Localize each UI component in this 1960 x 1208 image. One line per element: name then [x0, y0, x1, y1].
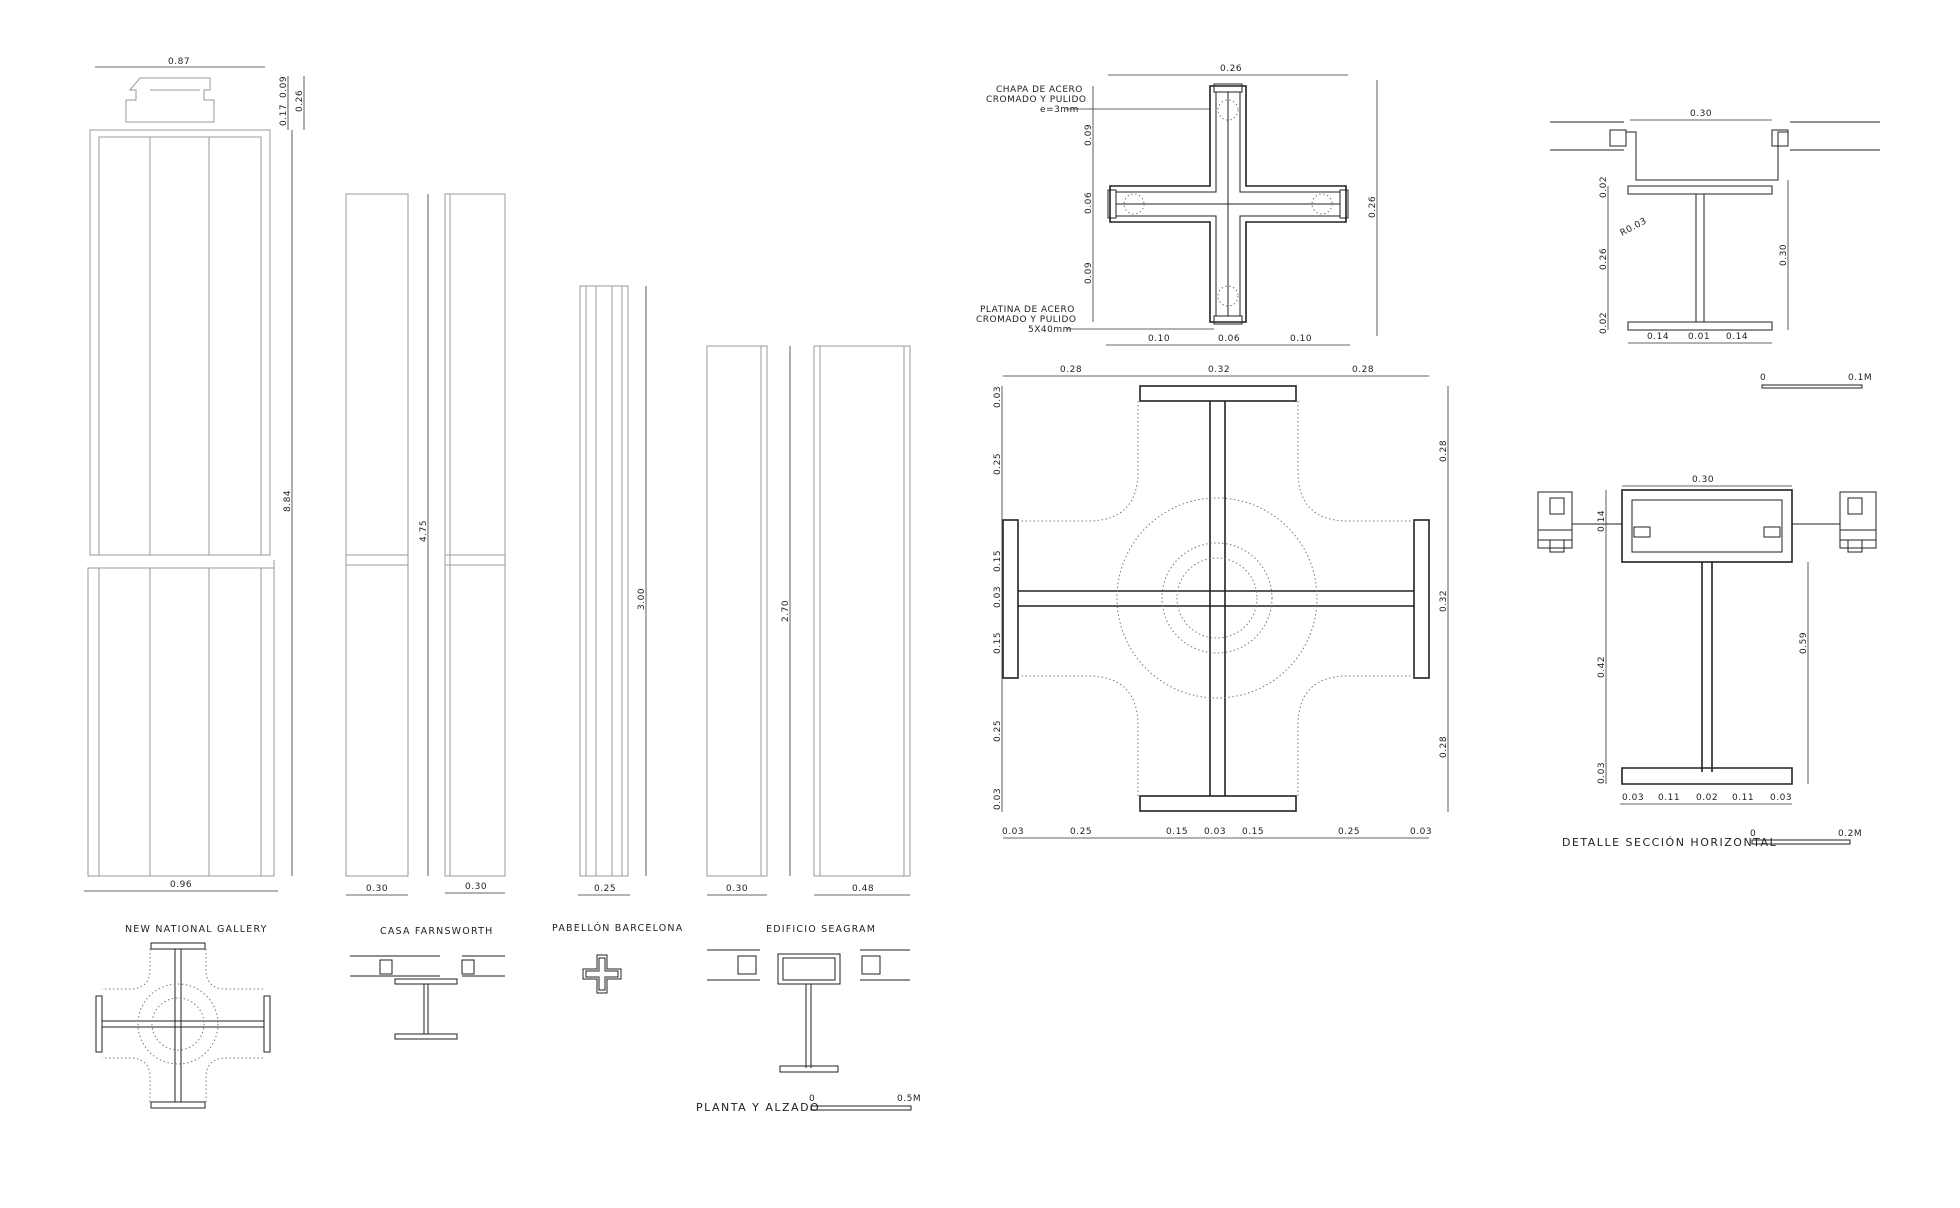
ngg-dim-left-2: 0.15	[993, 550, 1003, 572]
dim-farnsworth-a: 0.30	[366, 884, 388, 894]
seagram-dim-top: 0.30	[1692, 475, 1714, 485]
seagram-dim-right: 0.59	[1799, 632, 1809, 654]
seagram-dim-bot-4: 0.03	[1770, 793, 1792, 803]
scale1-end: 0.5M	[897, 1094, 921, 1104]
elevation-edificio-seagram: 2.70 0.30 0.48	[706, 345, 911, 896]
ngg-dim-top-c: 0.28	[1352, 365, 1374, 375]
ngg-dim-right-c: 0.28	[1439, 736, 1449, 758]
farns-radius: R0.03	[1619, 216, 1649, 238]
cross-dim-left-b: 0.06	[1084, 192, 1094, 214]
cross-dim-top: 0.26	[1220, 64, 1242, 74]
ngg-dim-bot-1: 0.25	[1070, 827, 1092, 837]
plan-new-national-gallery: NEW NATIONAL GALLERY	[95, 924, 271, 1109]
caption-pabellon-barcelona: PABELLÓN BARCELONA	[552, 922, 683, 934]
farns-dim-bot-b: 0.01	[1688, 332, 1710, 342]
ngg-dim-bot-2: 0.15	[1166, 827, 1188, 837]
cross-note2-l2: CROMADO Y PULIDO	[976, 315, 1076, 325]
caption-casa-farnsworth: CASA FARNSWORTH	[380, 926, 493, 937]
farns-scale-end: 0.1M	[1848, 373, 1872, 383]
cross-note1-l2: CROMADO Y PULIDO	[986, 95, 1086, 105]
plan-casa-farnsworth: CASA FARNSWORTH	[350, 926, 505, 1040]
cross-dim-bot-c: 0.10	[1290, 334, 1312, 344]
ngg-dim-top-b: 0.32	[1208, 365, 1230, 375]
dim-seagram-height: 2.70	[781, 600, 791, 622]
ngg-dim-bot-5: 0.25	[1338, 827, 1360, 837]
seagram-dim-left-c: 0.03	[1597, 762, 1607, 784]
elevation-pabellon-barcelona: 3.00 0.25	[578, 285, 647, 896]
detail-seagram: 0.30 0.14 0.42 0.03 0.59 0.03 0.11 0.02 …	[1537, 475, 1877, 849]
elevation-new-national-gallery: 0.87 0.17 0.09 0.26 8.84 0.96	[84, 57, 305, 892]
cross-dim-left-a: 0.09	[1084, 124, 1094, 146]
cross-note1-l3: e=3mm	[1040, 105, 1079, 115]
farns-scale-zero: 0	[1760, 373, 1766, 383]
dim-barcelona-width: 0.25	[594, 884, 616, 894]
seagram-dim-bot-1: 0.11	[1658, 793, 1680, 803]
farns-dim-left-a: 0.02	[1599, 176, 1609, 198]
dim-ngg-width: 0.96	[170, 880, 192, 890]
ngg-dim-bot-0: 0.03	[1002, 827, 1024, 837]
ngg-dim-bot-6: 0.03	[1410, 827, 1432, 837]
dim-farnsworth-b: 0.30	[465, 882, 487, 892]
dim-barcelona-height: 3.00	[637, 588, 647, 610]
ngg-dim-right-a: 0.28	[1439, 440, 1449, 462]
scale1-zero: 0	[809, 1094, 815, 1104]
detail-cross-column: 0.26 0.26 0.09 0.06 0.09 0.10 0.06 0.10 …	[976, 64, 1378, 346]
dim-farnsworth-height: 4.75	[419, 520, 429, 542]
farns-dim-bot-c: 0.14	[1726, 332, 1748, 342]
farns-dim-right: 0.30	[1779, 244, 1789, 266]
seagram-dim-bot-2: 0.02	[1696, 793, 1718, 803]
cross-dim-left-c: 0.09	[1084, 262, 1094, 284]
ngg-dim-bot-4: 0.15	[1242, 827, 1264, 837]
dim-ngg-cap-c: 0.26	[295, 90, 305, 112]
farns-dim-left-b: 0.26	[1599, 248, 1609, 270]
cross-note1-l1: CHAPA DE ACERO	[996, 85, 1083, 95]
seagram-scale-end: 0.2M	[1838, 829, 1862, 839]
cross-note2-l3: 5X40mm	[1028, 325, 1072, 335]
cross-dim-bot-b: 0.06	[1218, 334, 1240, 344]
cross-note2-l1: PLATINA DE ACERO	[980, 305, 1075, 315]
ngg-dim-bot-3: 0.03	[1204, 827, 1226, 837]
dim-seagram-b: 0.48	[852, 884, 874, 894]
seagram-dim-left-a: 0.14	[1597, 510, 1607, 532]
ngg-dim-left-0: 0.03	[993, 386, 1003, 408]
dim-ngg-top-width: 0.87	[168, 57, 190, 67]
dim-ngg-height: 8.84	[283, 490, 293, 512]
seagram-detail-title: DETALLE SECCIÓN HORIZONTAL	[1562, 836, 1777, 849]
seagram-scale-zero: 0	[1750, 829, 1756, 839]
seagram-dim-bot-0: 0.03	[1622, 793, 1644, 803]
ngg-dim-left-4: 0.15	[993, 632, 1003, 654]
ngg-dim-left-6: 0.03	[993, 788, 1003, 810]
seagram-dim-bot-3: 0.11	[1732, 793, 1754, 803]
ngg-dim-top-a: 0.28	[1060, 365, 1082, 375]
ngg-dim-left-3: 0.03	[993, 586, 1003, 608]
ngg-dim-right-b: 0.32	[1439, 590, 1449, 612]
dim-ngg-cap-b: 0.09	[279, 76, 289, 98]
ngg-dim-left-5: 0.25	[993, 720, 1003, 742]
caption-edificio-seagram: EDIFICIO SEAGRAM	[766, 924, 876, 935]
farns-dim-left-c: 0.02	[1599, 312, 1609, 334]
detail-farnsworth: 0.30 0.02 0.26 0.02 0.30 R0.03 0.14 0.01…	[1550, 109, 1880, 389]
caption-new-national-gallery: NEW NATIONAL GALLERY	[125, 924, 268, 935]
elevation-casa-farnsworth: 4.75 0.30 0.30	[345, 193, 506, 896]
cross-dim-right: 0.26	[1368, 196, 1378, 218]
dim-seagram-a: 0.30	[726, 884, 748, 894]
farns-dim-top: 0.30	[1690, 109, 1712, 119]
farns-dim-bot-a: 0.14	[1647, 332, 1669, 342]
seagram-dim-left-b: 0.42	[1597, 656, 1607, 678]
cross-dim-bot-a: 0.10	[1148, 334, 1170, 344]
ngg-dim-left-1: 0.25	[993, 453, 1003, 475]
plan-edificio-seagram: EDIFICIO SEAGRAM PLANTA Y ALZADO 0 0.5M	[696, 924, 921, 1114]
plan-pabellon-barcelona: PABELLÓN BARCELONA	[552, 922, 683, 994]
detail-new-national-gallery: 0.28 0.32 0.28 0.03 0.25 0.15 0.03 0.15 …	[993, 365, 1449, 839]
dim-ngg-cap-a: 0.17	[279, 104, 289, 126]
caption-planta-y-alzado: PLANTA Y ALZADO	[696, 1101, 820, 1114]
